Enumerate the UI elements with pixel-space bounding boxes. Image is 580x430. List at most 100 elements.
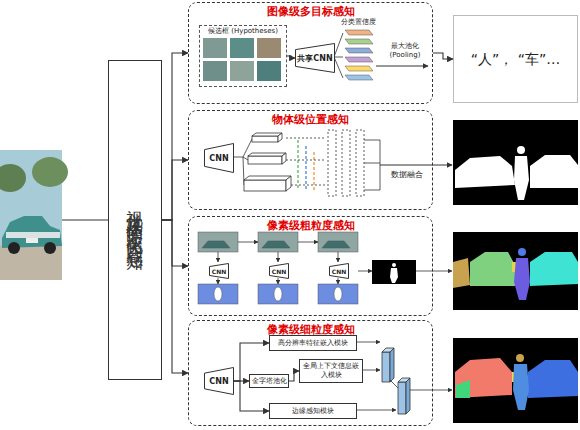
scale-arrows-part <box>305 146 306 190</box>
node-text: 金字塔池化 <box>252 377 287 386</box>
module-box: 边缘感知模块 <box>269 403 357 419</box>
module-box: 全局上下文信息嵌入模块 <box>299 359 363 383</box>
feature-pyramid-part <box>278 133 282 142</box>
confidence-bars-part <box>345 48 373 53</box>
prediction-columns-part <box>291 185 326 186</box>
coarse-thumbnails-part <box>318 284 358 304</box>
section-panel: 像素级粗粒度感知 CNN CNN CNN <box>188 216 433 316</box>
feature-pyramid-part <box>244 176 291 180</box>
feature-pyramid-part <box>248 156 282 164</box>
coarse-thumbnails-part <box>258 232 298 252</box>
location-mask-part <box>453 120 578 205</box>
hypothesis-thumbnails-part <box>230 61 254 81</box>
feature-pyramid-part <box>252 133 282 136</box>
cnn-block: CNN <box>329 263 349 279</box>
coarse-arrows-part <box>416 271 452 272</box>
connector-arrow <box>234 381 269 411</box>
node-text: CNN <box>209 377 228 386</box>
fine-feature-blocks <box>356 342 452 414</box>
feature-wire-part <box>334 57 343 58</box>
connector-arrow <box>234 343 269 381</box>
cnn-block: CNN <box>204 143 234 173</box>
connector-arrow <box>289 371 299 381</box>
node-text: “人”， “车”… <box>471 51 560 67</box>
coarse-result-part <box>372 260 416 284</box>
coarse-mask <box>453 232 578 310</box>
pooling-arrow <box>376 66 428 67</box>
connector-arrow <box>287 56 295 58</box>
node-text: 视觉媒体的层次化内容感知 <box>127 196 144 244</box>
node-text: CNN <box>272 267 286 276</box>
feature-pyramid <box>233 133 291 191</box>
section-title: 物体级位置感知 <box>189 113 432 126</box>
cnn-block: CNN <box>209 263 229 279</box>
feature-pyramid-part <box>282 153 286 164</box>
connector-arrow <box>162 53 188 220</box>
annotation-label: 最大池化 (Pooling) <box>382 42 428 60</box>
car-photo-part <box>32 157 68 187</box>
prediction-columns-part <box>328 130 336 196</box>
fine-mask-part <box>528 360 578 398</box>
confidence-bars-part <box>345 39 373 44</box>
fine-feature-blocks-part <box>382 352 390 382</box>
scale-arrows-part <box>297 140 298 188</box>
feature-pyramid-part <box>243 157 248 160</box>
feature-pyramid-part <box>244 180 286 191</box>
feature-wire-part <box>334 57 343 78</box>
annotation-label: 数据融合 <box>386 170 428 179</box>
node-text: 边缘感知模块 <box>292 407 334 416</box>
fine-feature-blocks-part <box>356 410 396 411</box>
location-mask-part <box>530 155 578 188</box>
coarse-arrows-part <box>278 278 279 284</box>
feature-wire-part <box>334 33 343 57</box>
hypothesis-thumbnails <box>203 38 281 81</box>
coarse-thumbnails-part <box>198 284 238 304</box>
coarse-arrows-part <box>358 271 372 272</box>
fine-feature-blocks-part <box>390 348 394 382</box>
location-mask-part <box>455 156 515 188</box>
coarse-mask-part <box>453 258 470 288</box>
node-text: CNN <box>209 154 228 163</box>
feature-pyramid-part <box>286 176 291 191</box>
prediction-columns-part <box>286 138 326 139</box>
fusion-arrow <box>380 165 452 166</box>
coarse-thumbnails-part <box>202 241 230 248</box>
cnn-outline <box>210 264 229 279</box>
section-title: 像素级粗粒度感知 <box>189 219 432 232</box>
coarse-mask-part <box>518 248 526 256</box>
fine-feature-blocks-part <box>362 370 380 371</box>
cnn-outline <box>205 144 234 173</box>
coarse-thumbnails-part <box>334 287 342 301</box>
prediction-columns-part <box>342 130 350 196</box>
confidence-bars-part <box>345 75 373 80</box>
annotation-label: 分类置信度 <box>336 18 380 27</box>
coarse-arrows-part <box>218 252 219 262</box>
fine-mask-part <box>455 358 512 398</box>
connector-arrow <box>162 220 188 266</box>
car-photo-part <box>26 238 38 243</box>
scale-arrows-part <box>313 152 314 192</box>
coarse-mask-part <box>530 252 578 286</box>
coarse-thumbnails-part <box>274 287 282 301</box>
cnn-outline <box>330 264 349 279</box>
fine-mask-part <box>453 338 578 423</box>
node-text: 共享CNN <box>297 54 332 63</box>
prediction-columns-part <box>364 163 380 164</box>
cnn-outline <box>296 44 335 73</box>
fine-feature-blocks-part <box>356 342 380 343</box>
fine-feature-blocks-part <box>410 390 452 391</box>
location-mask-part <box>517 146 525 154</box>
coarse-thumbnails-part <box>198 232 238 252</box>
coarse-thumbnails-part <box>214 287 222 301</box>
fine-feature-blocks-part <box>398 382 406 414</box>
module-box: 高分辨率特征嵌入模块 <box>269 335 357 351</box>
hypothesis-thumbnails-part <box>203 38 227 58</box>
feature-pyramid-part <box>252 136 278 142</box>
confidence-bars-part <box>345 30 373 35</box>
location-mask-part <box>514 156 529 200</box>
coarse-thumbnails-part <box>318 232 358 252</box>
coarse-result <box>372 260 416 284</box>
coarse-result-part <box>392 263 396 267</box>
coarse-mask-part <box>470 252 515 286</box>
